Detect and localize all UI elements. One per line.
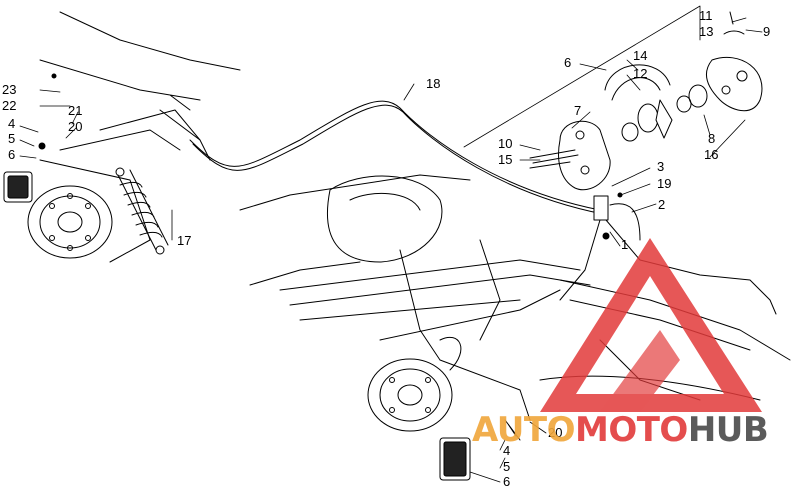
watermark-text: AUTOMOTOHUB [472,410,769,450]
callout-3: 3 [657,159,665,174]
left-brake-caliper [3,171,33,203]
watermark-moto: MOTO [574,410,688,450]
callout-13: 13 [699,24,714,39]
watermark-auto: AUTO [472,410,575,450]
callout-19: 19 [657,176,672,191]
callout-5: 5 [8,131,16,146]
callout-15: 15 [498,152,513,167]
center-frame [239,174,591,361]
master-cylinder [559,195,777,315]
callout-21: 21 [68,103,83,118]
callout-16: 16 [704,147,719,162]
callout-23: 23 [2,82,17,97]
callout-7: 7 [574,103,582,118]
right-brake-caliper [439,437,471,481]
callout-20: 20 [68,119,83,134]
callout-1: 1 [621,237,629,252]
left-shock-absorber [115,167,169,255]
callout-22: 22 [2,98,17,113]
right-caliper-exploded [529,11,763,191]
callout-6-bottom: 6 [503,474,511,489]
callout-20-bottom: 20 [548,425,563,440]
callout-8: 8 [708,131,716,146]
callout-11: 11 [699,8,713,23]
callout-18: 18 [426,76,441,91]
watermark-hub: HUB [687,410,769,450]
left-wheel-hub [27,129,181,263]
right-wheel-hub [367,336,531,432]
callout-12: 12 [633,66,648,81]
callout-14: 14 [633,48,648,63]
callout-17: 17 [177,233,192,248]
callout-5-bottom: 5 [503,459,511,474]
callout-9: 9 [763,24,771,39]
callout-2: 2 [658,197,666,212]
callout-4: 4 [8,116,16,131]
callout-4-bottom: 4 [503,443,511,458]
callout-10: 10 [498,136,513,151]
callout-6: 6 [564,55,572,70]
callout-6-left: 6 [8,147,16,162]
